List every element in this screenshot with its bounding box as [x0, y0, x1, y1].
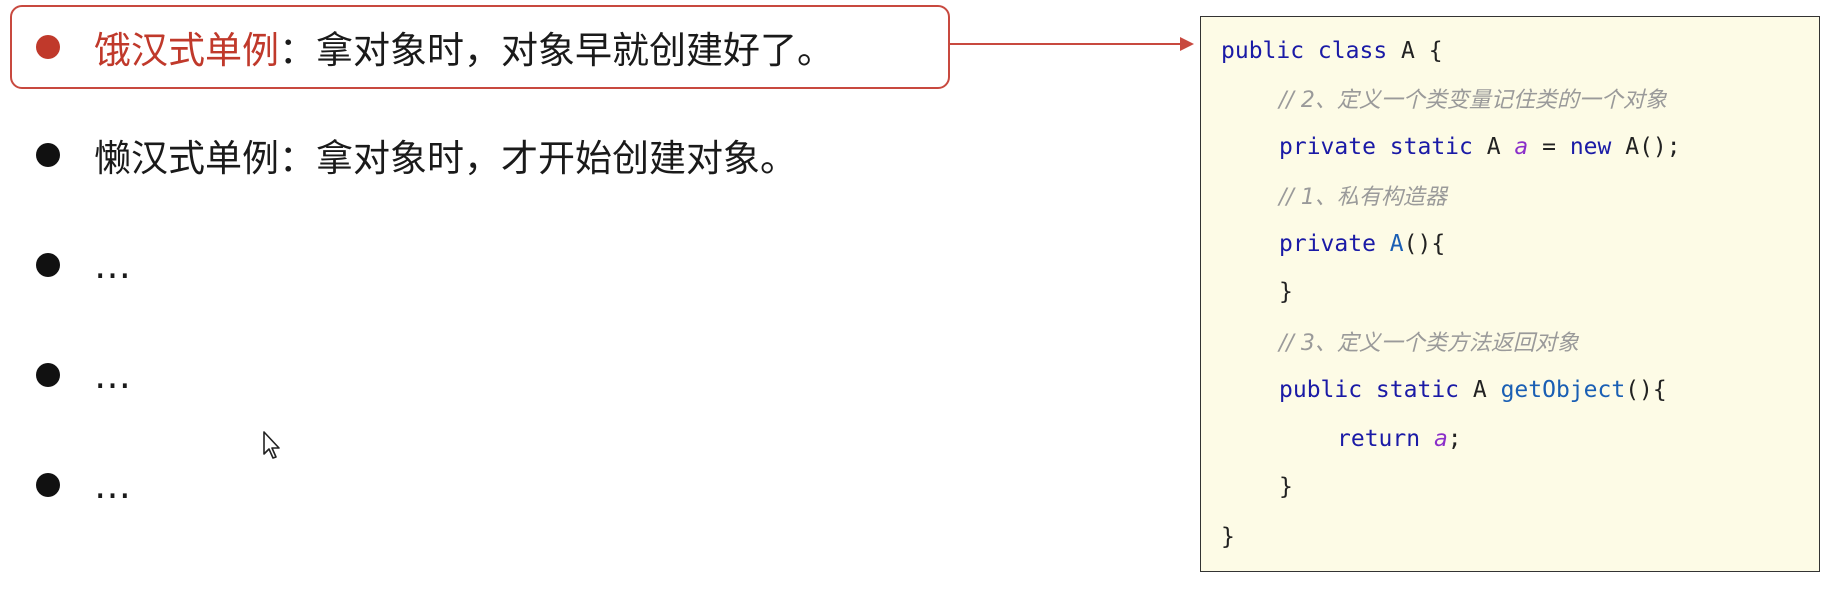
- ellipsis-text: …: [94, 353, 131, 397]
- eager-singleton-term: 饿汉式单例: [94, 29, 279, 72]
- code-line-field: private static A a = new A();: [1279, 134, 1681, 160]
- bullet-ellipsis-1: …: [36, 235, 131, 295]
- code-box: public class A { // 2、定义一个类变量记住类的一个对象 pr…: [1200, 16, 1820, 572]
- eager-singleton-desc: ：拿对象时，对象早就创建好了。: [279, 29, 834, 72]
- ellipsis-text: …: [94, 243, 131, 287]
- bullet-dot: [36, 253, 60, 277]
- bullet-dot: [36, 143, 60, 167]
- code-line-brace: }: [1279, 474, 1293, 500]
- code-line-return: return a;: [1337, 426, 1462, 452]
- bullet-ellipsis-2: …: [36, 345, 131, 405]
- code-line-brace: }: [1279, 279, 1293, 305]
- bullet-dot: [36, 35, 60, 59]
- code-comment-1: // 1、私有构造器: [1279, 185, 1447, 210]
- code-line-method: public static A getObject(){: [1279, 377, 1667, 403]
- code-comment-3: // 3、定义一个类方法返回对象: [1279, 331, 1579, 356]
- mouse-cursor-icon: [263, 431, 280, 459]
- bullet-lazy-singleton: 懒汉式单例：拿对象时，才开始创建对象。: [36, 125, 797, 185]
- bullet-eager-singleton: 饿汉式单例 ：拿对象时，对象早就创建好了。: [36, 17, 834, 77]
- lazy-singleton-text: 懒汉式单例：拿对象时，才开始创建对象。: [94, 137, 797, 180]
- highlight-box: [10, 5, 950, 89]
- bullet-dot: [36, 473, 60, 497]
- code-line-constructor: private A(){: [1279, 231, 1446, 257]
- code-line-brace: }: [1221, 524, 1235, 550]
- arrow-line: [950, 43, 1182, 45]
- code-comment-2: // 2、定义一个类变量记住类的一个对象: [1279, 88, 1667, 113]
- ellipsis-text: …: [94, 463, 131, 507]
- code-line-class-decl: public class A {: [1221, 38, 1443, 64]
- bullet-dot: [36, 363, 60, 387]
- arrow-head-icon: [1180, 37, 1194, 51]
- bullet-ellipsis-3: …: [36, 455, 131, 515]
